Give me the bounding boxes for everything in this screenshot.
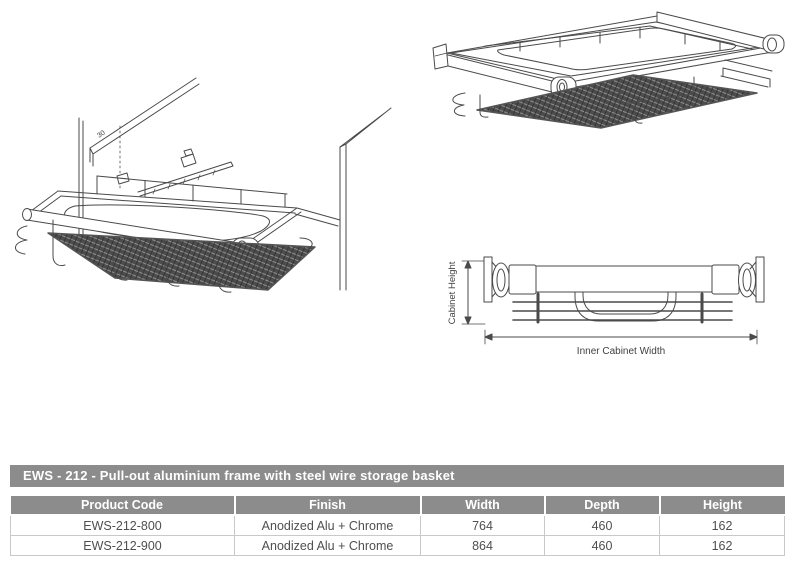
cell-product-code: EWS-212-900 <box>10 535 235 556</box>
cell-finish: Anodized Alu + Chrome <box>234 514 421 536</box>
slide-rail <box>116 148 234 197</box>
cell-depth: 460 <box>544 535 660 556</box>
cell-width: 864 <box>420 535 545 556</box>
inner-width-dimension <box>484 329 758 345</box>
front-tube <box>535 265 713 293</box>
cell-width: 764 <box>420 514 545 536</box>
front-view-drawing: Cabinet Height <box>447 256 765 357</box>
left-mount <box>483 256 537 303</box>
cell-product-code: EWS-212-800 <box>10 514 235 536</box>
product-title-bar: EWS - 212 - Pull-out aluminium frame wit… <box>10 465 784 487</box>
cell-finish: Anodized Alu + Chrome <box>234 535 421 556</box>
table-row: EWS-212-800 Anodized Alu + Chrome 764 46… <box>10 514 785 536</box>
iso-installed-drawing: 30 <box>15 77 392 293</box>
spec-table: Product Code Finish Width Depth Height E… <box>10 496 785 556</box>
col-header-product-code: Product Code <box>10 496 236 516</box>
wire-rails <box>512 291 733 324</box>
col-header-height: Height <box>659 496 785 516</box>
wire-hooks <box>452 59 773 124</box>
front-tube <box>432 43 577 98</box>
basket-railing <box>484 25 753 52</box>
cell-height: 162 <box>659 514 785 536</box>
iso-basket-drawing <box>432 11 785 129</box>
col-header-finish: Finish <box>234 496 422 516</box>
col-header-depth: Depth <box>544 496 661 516</box>
offset-dimension: 30 <box>96 125 121 191</box>
wire-mesh <box>476 74 758 129</box>
spec-table-wrap: Product Code Finish Width Depth Height E… <box>10 496 785 556</box>
inner-width-label: Inner Cabinet Width <box>577 346 665 357</box>
wire-mesh <box>47 232 316 291</box>
right-tube <box>656 11 785 54</box>
cell-depth: 460 <box>544 514 660 536</box>
col-header-width: Width <box>420 496 546 516</box>
cabinet-height-label: Cabinet Height <box>447 261 458 324</box>
header-row: Product Code Finish Width Depth Height <box>10 496 785 516</box>
right-mount <box>711 256 765 303</box>
table-row: EWS-212-900 Anodized Alu + Chrome 864 46… <box>10 535 785 556</box>
product-title: EWS - 212 - Pull-out aluminium frame wit… <box>23 468 455 483</box>
cabinet-right-panel <box>339 107 392 291</box>
cabinet-height-dimension <box>461 260 488 325</box>
basket-railing <box>96 175 288 208</box>
wire-hooks <box>15 219 313 293</box>
offset-label: 30 <box>96 130 106 140</box>
cell-height: 162 <box>659 535 785 556</box>
